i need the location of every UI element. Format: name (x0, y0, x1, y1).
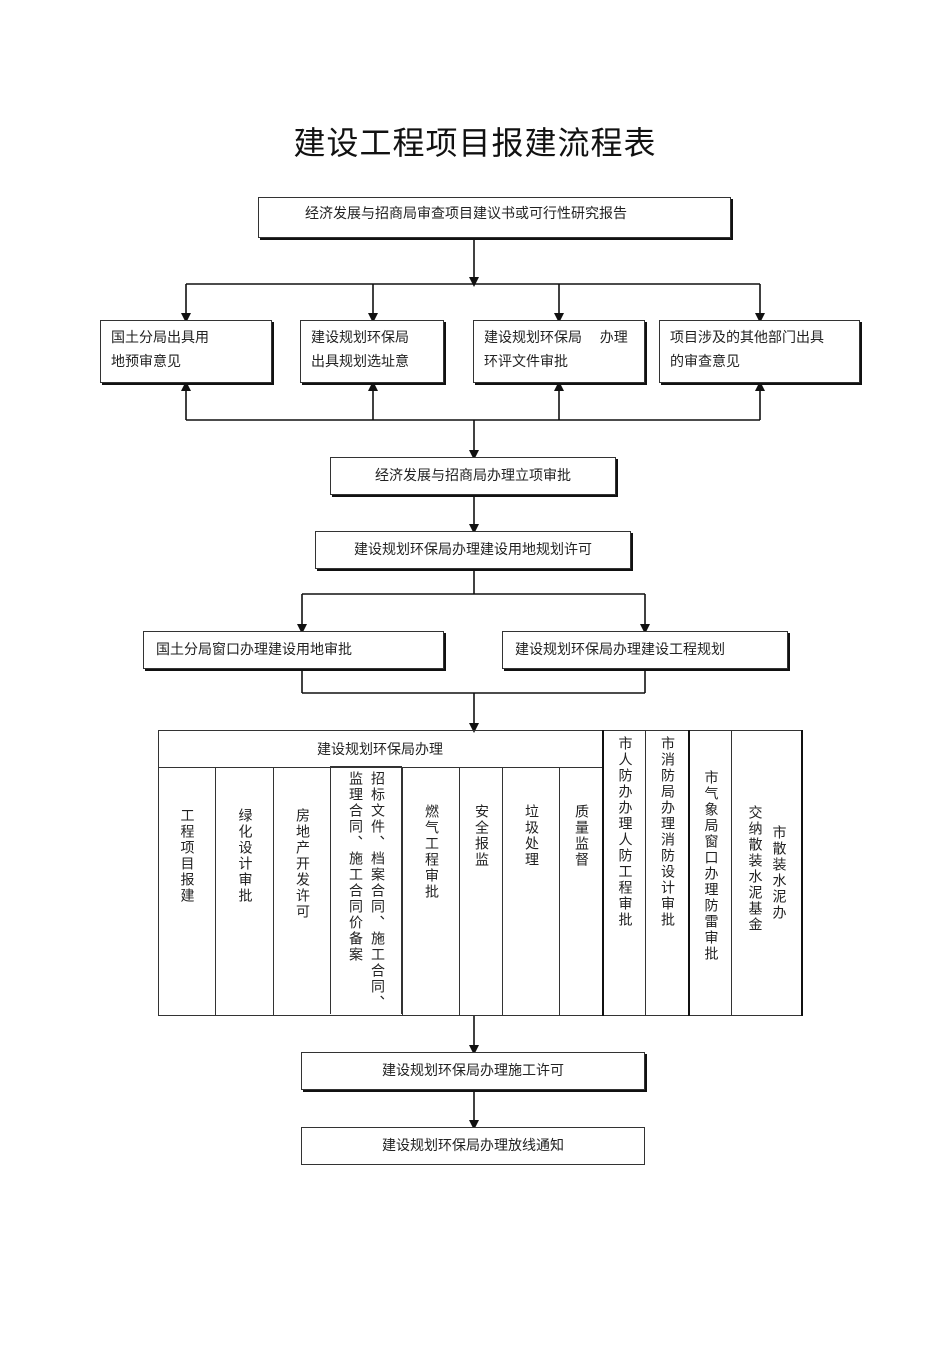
group-item-label-3: 房地产开发许可 (294, 808, 310, 920)
group-item-label-6: 安全报监 (473, 804, 489, 868)
group-item-label-5: 燃气工程审批 (423, 804, 439, 900)
group-item-1: 工程项目报建 (158, 768, 215, 1016)
group-item-8: 质量监督 (559, 768, 602, 1016)
opinion-label-1: 国土分局出具用地预审意见 (111, 330, 209, 370)
page-title: 建设工程项目报建流程表 (293, 124, 657, 162)
opinion-box-4: 项目涉及的其他部门出具的审查意见 (659, 320, 860, 383)
group-item-label-7: 垃圾处理 (523, 804, 539, 868)
opinion-box-3: 建设规划环保局 办理环评文件审批 (473, 320, 645, 383)
side-item-label-2: 市消防局办理消防设计审批 (659, 736, 675, 928)
group-header-label: 建设规划环保局办理 (317, 741, 443, 758)
side-item-4: 交纳散装水泥基金 市散装水泥办 (731, 730, 803, 1016)
side-item-label-3: 市气象局窗口办理防雷审批 (702, 770, 719, 962)
side-item-label-1: 市人防办办理人防工程审批 (616, 736, 633, 928)
group-item-5: 燃气工程审批 (402, 768, 459, 1016)
group-item-label-1: 工程项目报建 (178, 808, 195, 904)
opinion-label-2: 建设规划环保局出具规划选址意 (311, 330, 409, 370)
step5-left-box: 国土分局窗口办理建设用地审批 (143, 631, 444, 669)
group-item-label-2: 绿化设计审批 (236, 808, 253, 904)
step3-label: 经济发展与招商局办理立项审批 (375, 468, 571, 484)
group-item-2: 绿化设计审批 (215, 768, 273, 1016)
side-item-label-4b: 交纳散装水泥基金 (746, 805, 763, 933)
side-item-1: 市人防办办理人防工程审批 (602, 730, 645, 1016)
side-item-3: 市气象局窗口办理防雷审批 (688, 730, 731, 1016)
step5-right-label: 建设规划环保局办理建设工程规划 (515, 642, 725, 658)
group-item-label-4b: 监理合同、施工合同价备案 (347, 771, 363, 963)
group-item-7: 垃圾处理 (502, 768, 559, 1016)
step7-label: 建设规划环保局办理施工许可 (382, 1063, 564, 1079)
opinion-label-3: 建设规划环保局 办理环评文件审批 (484, 330, 628, 370)
side-item-label-4a: 市散装水泥办 (770, 825, 787, 921)
step4-box: 建设规划环保局办理建设用地规划许可 (315, 531, 631, 569)
step4-label: 建设规划环保局办理建设用地规划许可 (354, 542, 592, 558)
group-item-label-8: 质量监督 (573, 804, 589, 868)
group-item-6: 安全报监 (459, 768, 502, 1016)
step3-box: 经济发展与招商局办理立项审批 (330, 457, 616, 495)
step7-box: 建设规划环保局办理施工许可 (301, 1052, 645, 1090)
group-item-3: 房地产开发许可 (273, 768, 330, 1016)
step5-left-label: 国土分局窗口办理建设用地审批 (156, 642, 352, 658)
step8-label: 建设规划环保局办理放线通知 (382, 1138, 564, 1154)
group-header: 建设规划环保局办理 (158, 730, 602, 768)
step5-right-box: 建设规划环保局办理建设工程规划 (502, 631, 788, 669)
group-item-4: 监理合同、施工合同价备案 招标文件、档案合同、施工合同、 (330, 766, 402, 1014)
step8-box: 建设规划环保局办理放线通知 (301, 1127, 645, 1165)
opinion-box-1: 国土分局出具用地预审意见 (100, 320, 272, 383)
group-item-label-4a: 招标文件、档案合同、施工合同、 (369, 771, 385, 1011)
side-item-2: 市消防局办理消防设计审批 (645, 730, 688, 1016)
step1-label: 经济发展与招商局审查项目建议书或可行性研究报告 (305, 206, 627, 222)
step1-box: 经济发展与招商局审查项目建议书或可行性研究报告 (258, 197, 731, 238)
opinion-box-2: 建设规划环保局出具规划选址意 (300, 320, 444, 383)
opinion-label-4: 项目涉及的其他部门出具的审查意见 (670, 330, 824, 370)
